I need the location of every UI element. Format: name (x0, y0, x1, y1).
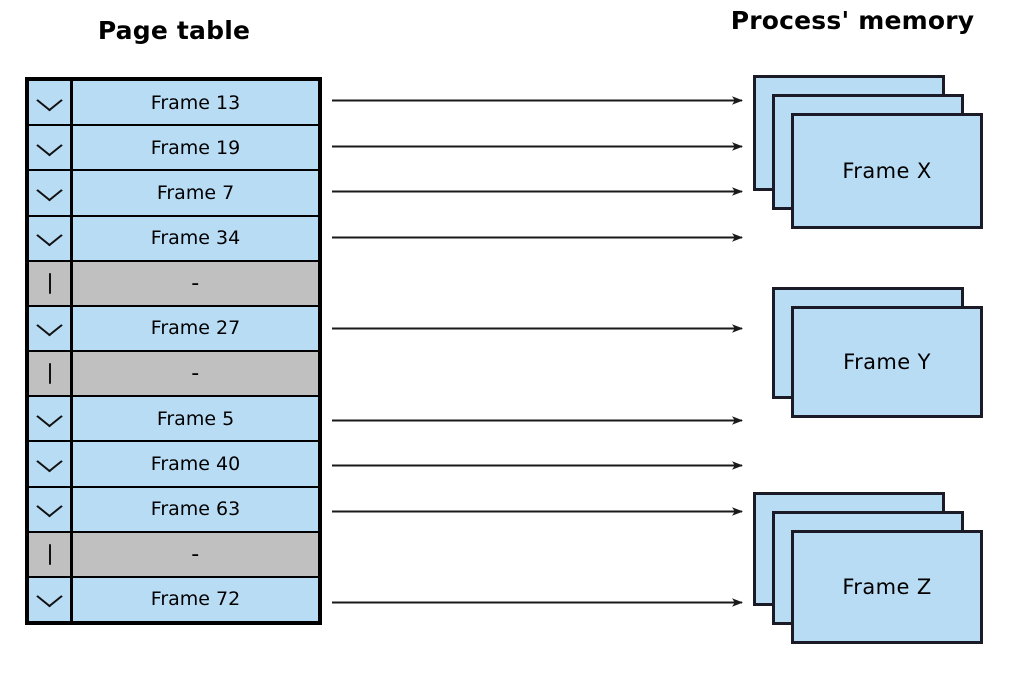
invalid-bit-bar-icon (29, 261, 73, 305)
chevron-down-icon (36, 134, 63, 157)
page-table-row[interactable]: Frame 5 (29, 397, 318, 443)
valid-bit-check-icon (29, 126, 73, 170)
page-table-frame-cell: Frame 40 (73, 442, 318, 486)
page-table-frame-cell: - (73, 352, 318, 396)
page-table-row[interactable]: - (29, 532, 318, 578)
vertical-bar-icon (48, 272, 51, 294)
vertical-bar-icon (48, 363, 51, 385)
page-table-row[interactable]: Frame 13 (29, 81, 318, 127)
invalid-bit-bar-icon (29, 352, 73, 396)
page-table-row[interactable]: Frame 27 (29, 306, 318, 353)
page-table-frame-cell: Frame 72 (73, 577, 318, 622)
valid-bit-check-icon (29, 306, 73, 351)
page-table-frame-cell: Frame 7 (73, 171, 318, 215)
invalid-bit-bar-icon (29, 532, 73, 576)
valid-bit-check-icon (29, 216, 73, 260)
valid-bit-check-icon (29, 81, 73, 125)
chevron-down-icon (36, 179, 63, 202)
page-table-row[interactable]: Frame 19 (29, 126, 318, 172)
page-table-frame-cell: - (73, 532, 318, 576)
chevron-down-icon (36, 315, 63, 337)
chevron-down-icon (36, 450, 63, 473)
chevron-down-icon (36, 495, 63, 518)
page-table-row[interactable]: Frame 72 (29, 577, 318, 622)
memory-frame-card-front[interactable]: Frame Z (791, 530, 983, 644)
memory-frame-card-front[interactable]: Frame Y (791, 306, 983, 418)
page-table-frame-cell: - (73, 261, 318, 305)
page-table-frame-cell: Frame 34 (73, 216, 318, 260)
page-table-frame-cell: Frame 27 (73, 306, 318, 351)
vertical-bar-icon (48, 543, 51, 565)
page-table-frame-cell: Frame 63 (73, 487, 318, 531)
chevron-down-icon (36, 224, 63, 247)
page-table-row[interactable]: Frame 40 (29, 442, 318, 488)
chevron-down-icon (36, 405, 63, 428)
memory-frame-card-front[interactable]: Frame X (791, 113, 983, 229)
page-table-frame-cell: Frame 13 (73, 81, 318, 125)
page-table-row[interactable]: Frame 34 (29, 216, 318, 262)
valid-bit-check-icon (29, 442, 73, 486)
valid-bit-check-icon (29, 487, 73, 531)
valid-bit-check-icon (29, 171, 73, 215)
valid-bit-check-icon (29, 397, 73, 441)
valid-bit-check-icon (29, 577, 73, 622)
page-table-title: Page table (97, 16, 251, 45)
page-table-row[interactable]: - (29, 261, 318, 307)
page-table-frame-cell: Frame 5 (73, 397, 318, 441)
page-table-row[interactable]: Frame 7 (29, 171, 318, 217)
chevron-down-icon (36, 586, 63, 608)
page-table-frame-cell: Frame 19 (73, 126, 318, 170)
page-table-row[interactable]: - (29, 352, 318, 398)
page-table-row[interactable]: Frame 63 (29, 487, 318, 533)
process-memory-title: Process' memory (730, 6, 975, 35)
chevron-down-icon (36, 89, 63, 111)
